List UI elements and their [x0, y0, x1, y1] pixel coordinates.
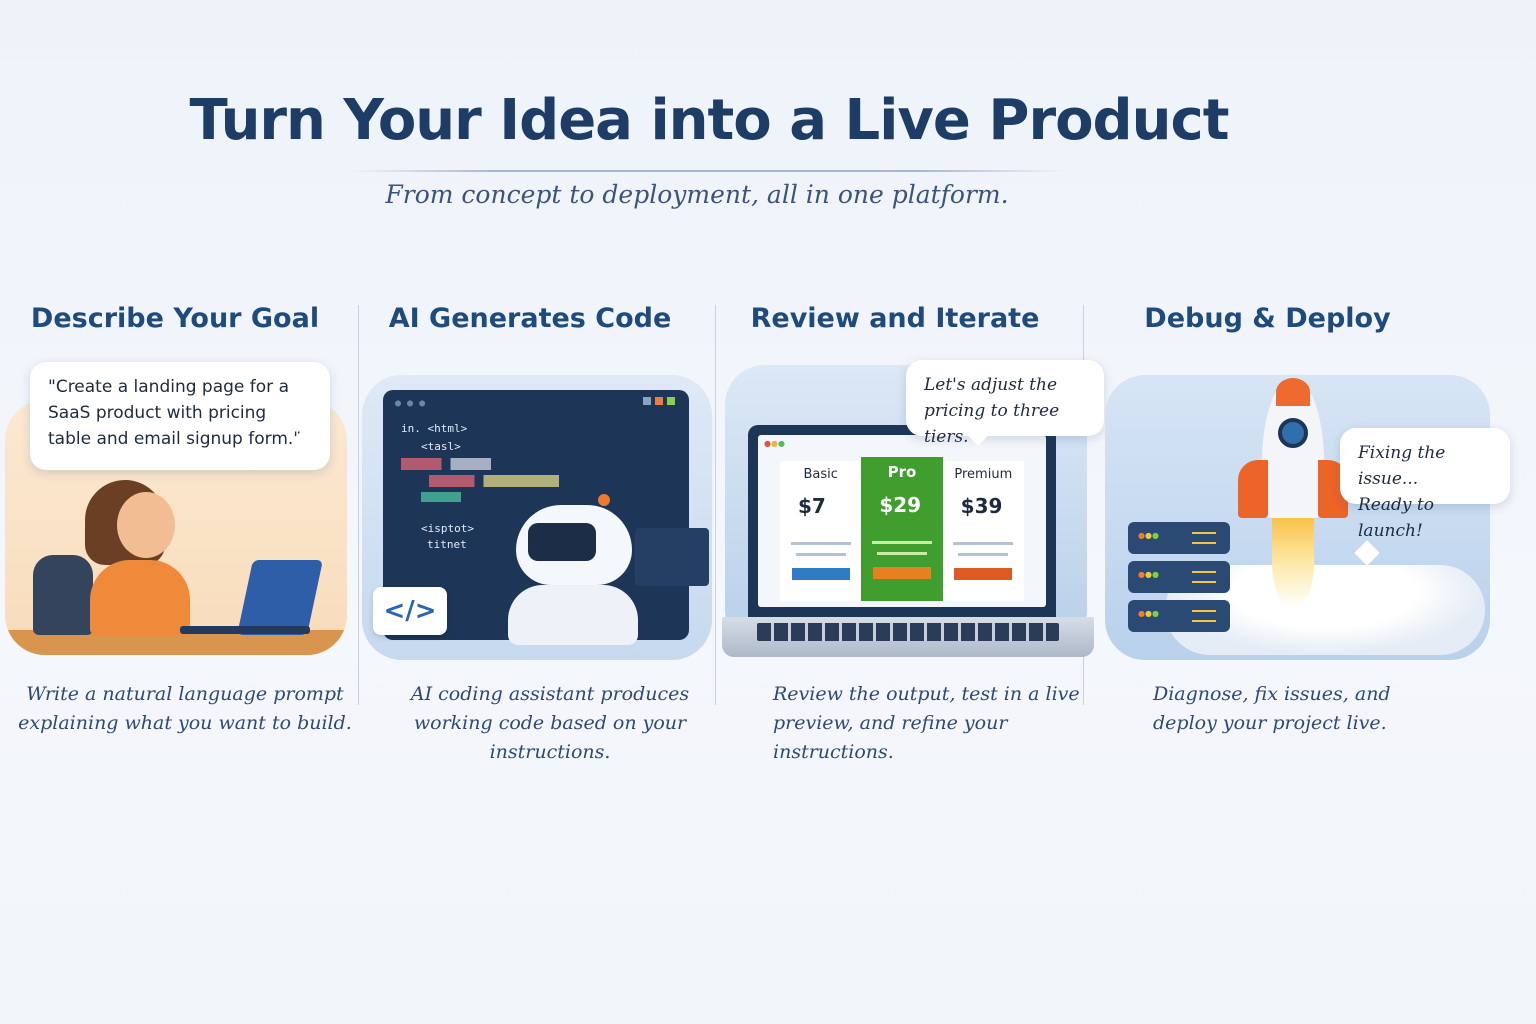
feedback-text: Let's adjust the pricing to three tiers. — [924, 375, 1060, 447]
pricing-card-basic: Basic $7 — [780, 461, 862, 601]
step-3-heading: Review and Iterate — [750, 303, 1040, 334]
laptop-base — [180, 626, 310, 634]
page-subtitle: From concept to deployment, all in one p… — [385, 180, 1009, 209]
feedback-bubble: Let's adjust the pricing to three tiers. — [906, 360, 1104, 447]
code-line: in. <html> — [401, 422, 468, 435]
tier-price: $29 — [879, 493, 922, 517]
title-underline — [350, 170, 1065, 172]
tier-name: Pro — [887, 463, 917, 481]
laptop — [237, 560, 323, 635]
laptop-keyboard — [722, 617, 1094, 657]
caption-line: working code based on your instructions. — [413, 712, 687, 763]
rocket-flame — [1272, 518, 1314, 608]
pricing-card-pro: Pro $29 — [861, 457, 943, 601]
browser-dots-icon: ●●● — [764, 439, 785, 448]
tier-name: Premium — [954, 467, 1013, 482]
code-line-placeholder — [421, 492, 461, 502]
tier-cta-button[interactable] — [791, 568, 850, 580]
tier-price: $7 — [798, 494, 826, 518]
caption-line: explaining what you want to build. — [18, 712, 352, 734]
rocket-fin — [1238, 460, 1268, 518]
column-divider — [715, 305, 716, 705]
face — [117, 492, 175, 558]
page-title: Turn Your Idea into a Live Product — [189, 88, 1230, 153]
tier-price: $39 — [960, 494, 1003, 518]
side-panel — [635, 528, 709, 586]
pricing-card-premium: Premium $39 — [942, 461, 1024, 601]
code-line: <tasl> — [421, 440, 461, 453]
caption-line: Review the output, test in a live — [773, 683, 1080, 705]
sweater — [90, 560, 190, 635]
caption-line: preview, and refine your instructions. — [773, 712, 1008, 763]
tier-cta-button[interactable] — [954, 568, 1013, 580]
robot-face-screen — [528, 523, 596, 561]
code-line: <isptot> — [421, 522, 474, 535]
step-1-caption: Write a natural language prompt explaini… — [10, 680, 360, 738]
pricing-table: Basic $7 Pro $29 Premium $39 — [780, 457, 1024, 601]
window-dots-icon: ● ● ● — [395, 398, 426, 409]
tier-name: Basic — [803, 467, 838, 482]
step-4-heading: Debug & Deploy — [1144, 303, 1391, 334]
robot-antenna — [598, 494, 610, 506]
caption-line: Write a natural language prompt — [26, 683, 344, 705]
status-line: Ready to launch! — [1358, 495, 1434, 541]
code-line-placeholder — [429, 475, 559, 487]
column-divider — [358, 305, 359, 705]
step-3-caption: Review the output, test in a live previe… — [735, 680, 1105, 767]
server-stack: ●●● ●●● ●●● — [1128, 522, 1230, 639]
server-unit: ●●● — [1128, 600, 1230, 632]
step-2-caption: AI coding assistant produces working cod… — [370, 680, 730, 767]
prompt-text: "Create a landing page for a SaaS produc… — [48, 377, 302, 449]
window-controls — [643, 397, 675, 405]
caption-line: deploy your project live. — [1153, 712, 1387, 734]
status-line: Fixing the issue... — [1358, 443, 1446, 489]
prompt-bubble: "Create a landing page for a SaaS produc… — [30, 362, 330, 470]
rocket-icon — [1262, 378, 1324, 518]
code-line: titnet — [427, 538, 467, 551]
status-bubble: Fixing the issue... Ready to launch! — [1340, 428, 1510, 541]
caption-line: Diagnose, fix issues, and — [1153, 683, 1391, 705]
server-unit: ●●● — [1128, 561, 1230, 593]
robot-body — [508, 585, 638, 645]
tier-cta-button[interactable] — [872, 567, 931, 579]
step-2-heading: AI Generates Code — [388, 303, 672, 334]
browser-window: ●●● Basic $7 Pro $29 Premium $39 — [758, 435, 1046, 607]
caption-line: AI coding assistant produces — [410, 683, 690, 705]
step-1-heading: Describe Your Goal — [30, 303, 320, 334]
laptop-screen: ●●● Basic $7 Pro $29 Premium $39 — [748, 425, 1056, 617]
robot-head — [516, 505, 632, 585]
rocket-window — [1278, 418, 1308, 448]
code-badge-icon: </> — [373, 587, 447, 635]
server-unit: ●●● — [1128, 522, 1230, 554]
chair — [33, 555, 93, 635]
step-4-caption: Diagnose, fix issues, and deploy your pr… — [1115, 680, 1415, 738]
code-line-placeholder — [401, 458, 491, 470]
